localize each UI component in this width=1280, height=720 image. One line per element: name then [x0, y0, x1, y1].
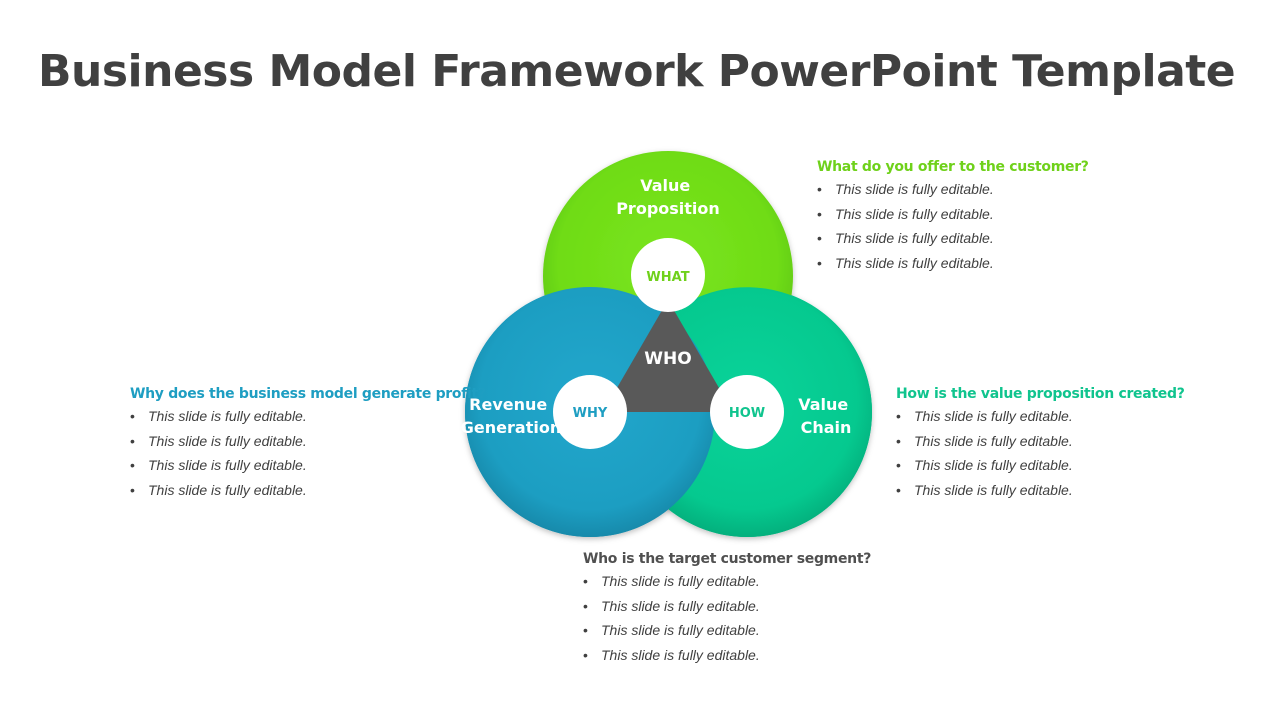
bullet-item: This slide is fully editable.: [130, 431, 486, 456]
bullet-item: This slide is fully editable.: [583, 620, 871, 645]
how-badge-label: HOW: [729, 406, 765, 421]
bullet-item: This slide is fully editable.: [817, 179, 1089, 204]
bullet-item: This slide is fully editable.: [896, 406, 1185, 431]
how-bullet-list: This slide is fully editable. This slide…: [896, 406, 1185, 504]
what-badge-label: WHAT: [646, 270, 689, 285]
who-text-block: Who is the target customer segment? This…: [583, 551, 871, 669]
what-text-block: What do you offer to the customer? This …: [817, 159, 1089, 277]
bullet-item: This slide is fully editable.: [896, 455, 1185, 480]
bullet-item: This slide is fully editable.: [817, 253, 1089, 278]
why-badge: WHY: [553, 375, 627, 449]
bullet-item: This slide is fully editable.: [130, 480, 486, 505]
bullet-item: This slide is fully editable.: [817, 228, 1089, 253]
bullet-item: This slide is fully editable.: [583, 596, 871, 621]
why-text-block: Why does the business model generate pro…: [130, 386, 486, 504]
bullet-item: This slide is fully editable.: [896, 431, 1185, 456]
bullet-item: This slide is fully editable.: [583, 645, 871, 670]
slide-title: Business Model Framework PowerPoint Temp…: [38, 46, 1236, 97]
who-triangle: [603, 300, 733, 412]
why-bullet-list: This slide is fully editable. This slide…: [130, 406, 486, 504]
what-circle-label: Value Proposition: [616, 176, 720, 218]
bullet-item: This slide is fully editable.: [896, 480, 1185, 505]
how-heading: How is the value proposition created?: [896, 386, 1185, 402]
who-bullet-list: This slide is fully editable. This slide…: [583, 571, 871, 669]
bullet-item: This slide is fully editable.: [130, 406, 486, 431]
bullet-item: This slide is fully editable.: [583, 571, 871, 596]
how-badge: HOW: [710, 375, 784, 449]
what-heading: What do you offer to the customer?: [817, 159, 1089, 175]
why-circle-label: Revenue Generation: [461, 395, 561, 437]
what-bullet-list: This slide is fully editable. This slide…: [817, 179, 1089, 277]
bullet-item: This slide is fully editable.: [817, 204, 1089, 229]
how-text-block: How is the value proposition created? Th…: [896, 386, 1185, 504]
why-heading: Why does the business model generate pro…: [130, 386, 486, 402]
what-badge: WHAT: [631, 238, 705, 312]
bullet-item: This slide is fully editable.: [130, 455, 486, 480]
who-heading: Who is the target customer segment?: [583, 551, 872, 567]
why-badge-label: WHY: [573, 406, 608, 421]
how-circle-label: Value Chain: [798, 395, 854, 437]
who-label: WHO: [644, 349, 691, 369]
